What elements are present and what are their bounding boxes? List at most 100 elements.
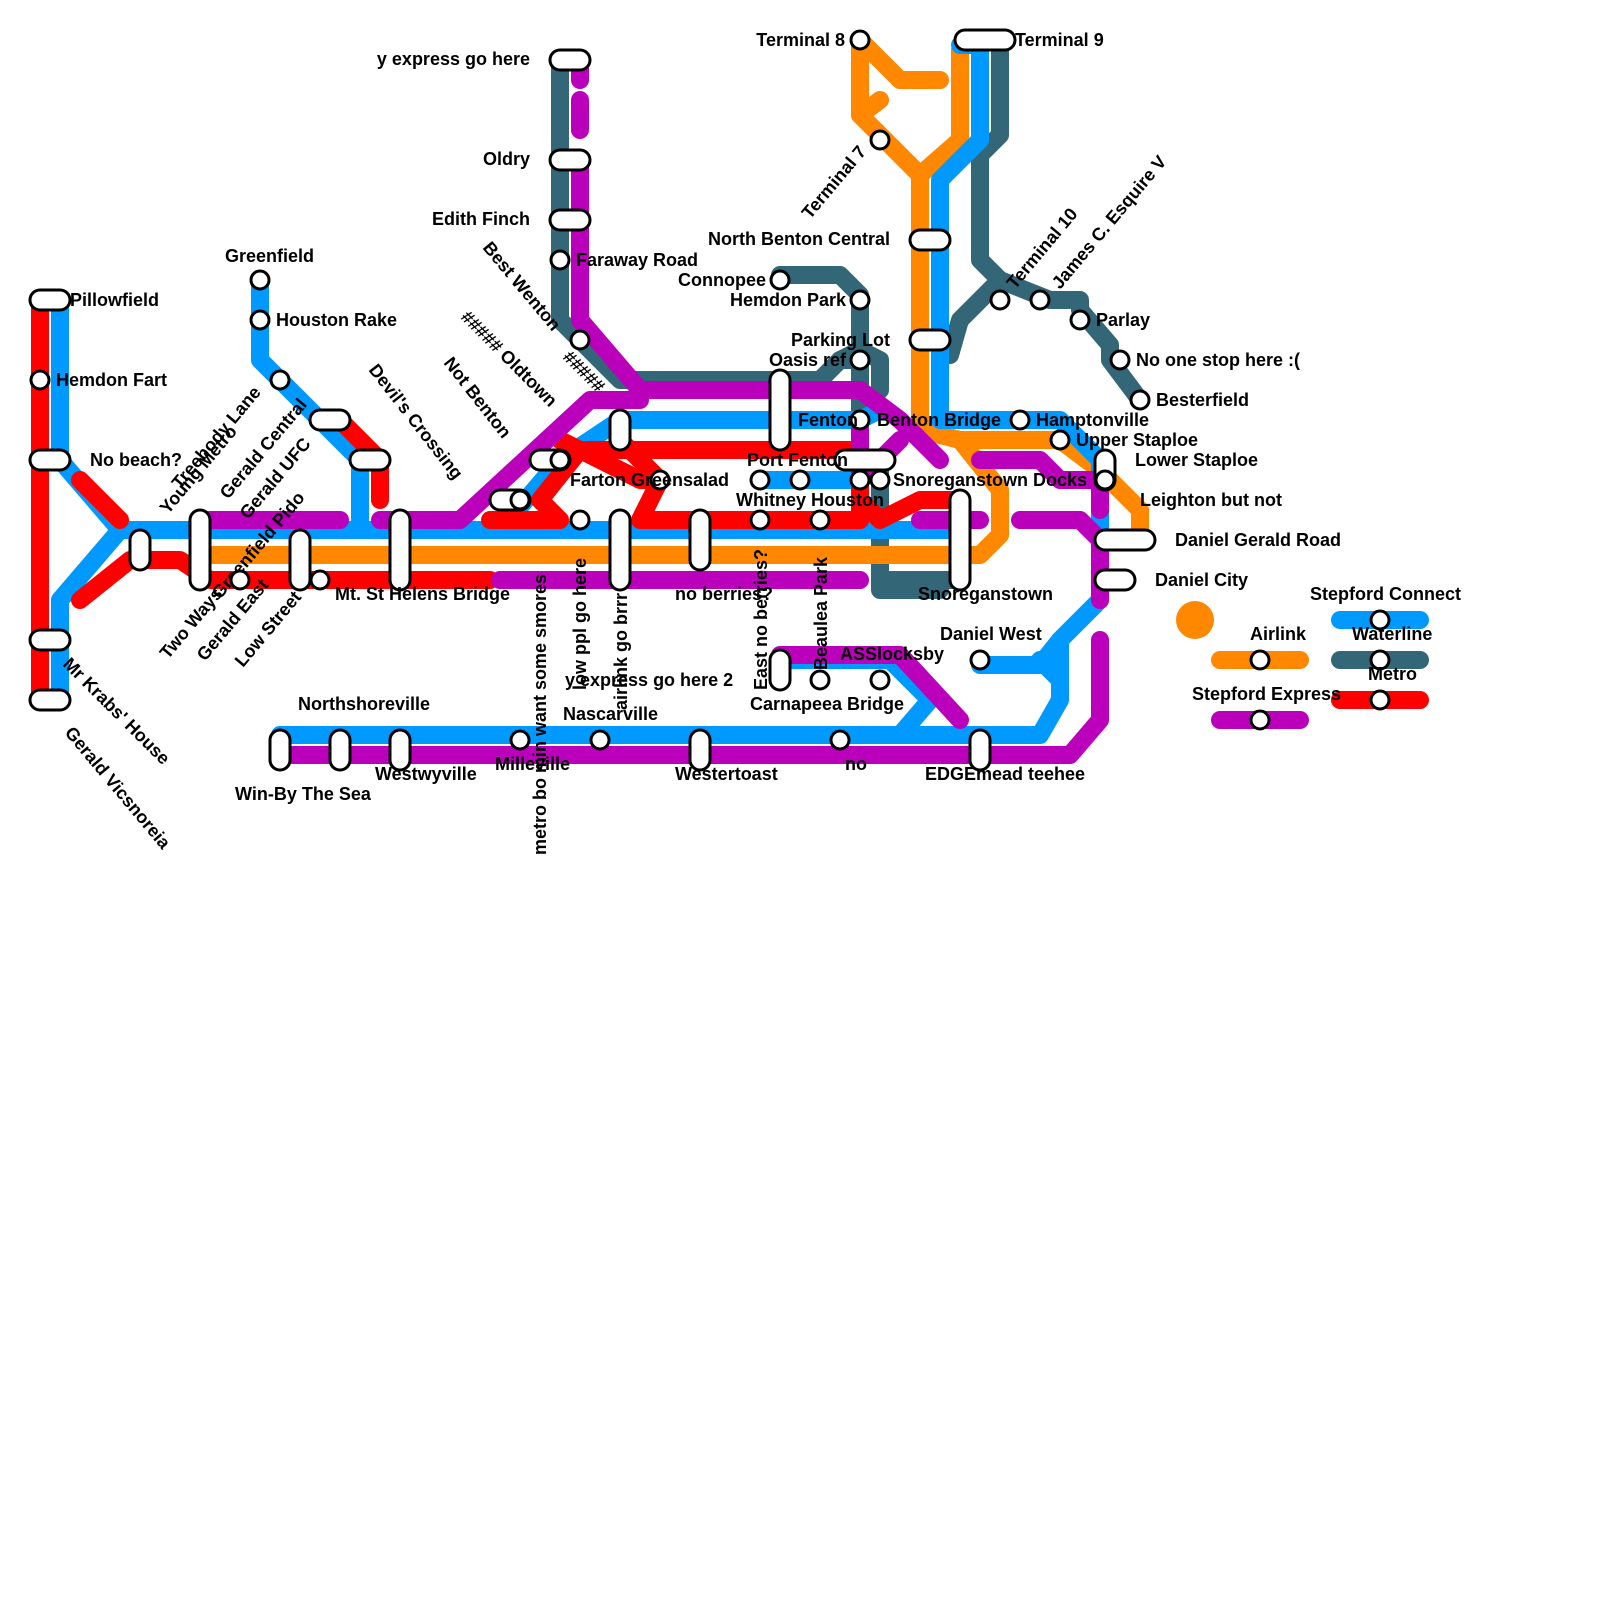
station-no-one-stop-label: No one stop here :( <box>1136 350 1300 370</box>
station-carnapeea-west-marker[interactable] <box>811 671 829 689</box>
station-northshoreville-label: Northshoreville <box>298 694 430 714</box>
station-daniel-gerald-road-marker[interactable] <box>1095 530 1155 550</box>
station-milleville-marker[interactable] <box>511 731 529 749</box>
station-farton-greensalad-label: Farton Greensalad <box>570 470 729 490</box>
station-gerald-vicsnoreia-marker[interactable] <box>30 690 70 710</box>
station-north-benton-central-marker[interactable] <box>910 230 950 250</box>
legend-airlink-station <box>1251 651 1269 669</box>
station-terminal-8-label: Terminal 8 <box>756 30 845 50</box>
station-leighton-label: Leighton but not <box>1140 490 1282 510</box>
station-no-one-stop-marker[interactable] <box>1111 351 1129 369</box>
station-win-by-the-sea-marker[interactable] <box>270 730 290 770</box>
legend-airlink-label: Airlink <box>1250 624 1307 644</box>
station-james-c-esquire-marker[interactable] <box>1031 291 1049 309</box>
station-northshoreville-marker[interactable] <box>330 730 350 770</box>
station-oldtown-circle[interactable] <box>551 451 569 469</box>
station-asslocksby-label: ASSlocksby <box>840 644 944 664</box>
station-east-no-berries-label: East no berries? <box>751 549 771 690</box>
station-daniel-city-label: Daniel City <box>1155 570 1248 590</box>
station-parlay-label: Parlay <box>1096 310 1150 330</box>
station-gerald-ufc-marker[interactable] <box>350 450 390 470</box>
station-devils-crossing-marker[interactable] <box>390 510 410 590</box>
station-parlay-marker[interactable] <box>1071 311 1089 329</box>
station-airport-south-marker[interactable] <box>910 330 950 350</box>
station-whitney-houston-marker[interactable] <box>811 511 829 529</box>
station-terminal-9-label: Terminal 9 <box>1015 30 1104 50</box>
station-mt-st-helens-label: Mt. St Helens Bridge <box>335 584 510 604</box>
station-connopee-marker[interactable] <box>771 271 789 289</box>
station-mr-krabs-marker[interactable] <box>30 630 70 650</box>
station-farton-east-marker[interactable] <box>791 471 809 489</box>
station-mt-st-helens-marker[interactable] <box>311 571 329 589</box>
station-hamptonville-marker[interactable] <box>1011 411 1029 429</box>
station-daniel-city-marker[interactable] <box>1095 570 1135 590</box>
station-north-benton-central-label: North Benton Central <box>708 229 890 249</box>
station-airlink-go-brrr-marker[interactable] <box>610 510 630 590</box>
station-two-ways-marker[interactable] <box>231 571 249 589</box>
station-y-express-go-here-2-marker[interactable] <box>770 650 790 690</box>
station-edgemead-label: EDGEmead teehee <box>925 764 1085 784</box>
station-besterfield-label: Besterfield <box>1156 390 1249 410</box>
station-hemdon-park-label: Hemdon Park <box>730 290 847 310</box>
station-daniel-west-label: Daniel West <box>940 624 1042 644</box>
station-daniel-gerald-road-label: Daniel Gerald Road <box>1175 530 1341 550</box>
legend-express-station <box>1251 711 1269 729</box>
station-westwyville-label: Westwyville <box>375 764 477 784</box>
station-oasis-ref-label: Oasis ref <box>769 350 847 370</box>
station-treebody-marker[interactable] <box>190 510 210 590</box>
station-smores-label: metro bo min want some smores <box>530 574 550 855</box>
station-whitney-houston-label: Whitney Houston <box>736 490 884 510</box>
station-snoreganstown-docks-b-marker[interactable] <box>871 471 889 489</box>
station-central-west-marker[interactable] <box>610 410 630 450</box>
station-terminal-8-marker[interactable] <box>851 31 869 49</box>
station-low-ppl-marker[interactable] <box>571 511 589 529</box>
station-pillowfield-marker[interactable] <box>30 290 70 310</box>
station-daniel-west-marker[interactable] <box>971 651 989 669</box>
station-no-beach-marker[interactable] <box>30 450 70 470</box>
station-port-fenton-label: Port Fenton <box>747 450 848 470</box>
station-no-marker[interactable] <box>831 731 849 749</box>
station-nascarville-marker[interactable] <box>591 731 609 749</box>
station-gerald-central-marker[interactable] <box>310 410 350 430</box>
station-hemdon-park-marker[interactable] <box>851 291 869 309</box>
station-snoreganstown-docks-a-marker[interactable] <box>851 471 869 489</box>
station-upper-staploe-marker[interactable] <box>1051 431 1069 449</box>
legend: Airlink Stepford Connect Waterline Metro… <box>1176 584 1461 729</box>
station-nascarville-label: Nascarville <box>563 704 658 724</box>
station-parking-lot-label: Parking Lot <box>791 330 890 350</box>
station-farton-greensalad-marker[interactable] <box>751 471 769 489</box>
station-not-benton-circle[interactable] <box>511 491 529 509</box>
station-greenfield-pido-marker[interactable] <box>290 530 310 590</box>
station-besterfield-marker[interactable] <box>1131 391 1149 409</box>
legend-metro-label: Metro <box>1368 664 1417 684</box>
station-oldry-marker[interactable] <box>550 150 590 170</box>
station-greenfield-marker[interactable] <box>251 271 269 289</box>
station-no-label: no <box>845 754 867 774</box>
station-hemdon-fart-label: Hemdon Fart <box>56 370 167 390</box>
station-terminal-9-marker[interactable] <box>955 30 1015 50</box>
station-terminal-7-marker[interactable] <box>871 131 889 149</box>
station-young-metro-marker[interactable] <box>130 530 150 570</box>
station-houston-rake-marker[interactable] <box>251 311 269 329</box>
station-snoreganstown-docks-label: Snoreganstown Docks <box>893 470 1087 490</box>
station-faraway-road-marker[interactable] <box>551 251 569 269</box>
station-airlink-go-brrr-label: airlink go brrr <box>611 593 631 710</box>
station-central-interchange-marker[interactable] <box>770 370 790 450</box>
station-lower-staploe-circle[interactable] <box>1096 471 1114 489</box>
legend-airlink-dot <box>1176 601 1214 639</box>
station-westertoast-label: Westertoast <box>675 764 778 784</box>
station-snoreganstown-marker[interactable] <box>950 490 970 590</box>
station-y-express-go-here-marker[interactable] <box>550 50 590 70</box>
station-y-express-go-here-2-label: y express go here 2 <box>565 670 733 690</box>
legend-express-label: Stepford Express <box>1192 684 1341 704</box>
station-beaulea-park-label: Beaulea Park <box>811 556 831 670</box>
station-asslocksby-marker[interactable] <box>871 671 889 689</box>
station-hemdon-fart-marker[interactable] <box>31 371 49 389</box>
station-edith-finch-marker[interactable] <box>550 210 590 230</box>
station-no-berries-marker[interactable] <box>690 510 710 570</box>
station-east-no-berries-marker[interactable] <box>751 511 769 529</box>
legend-metro-station <box>1371 691 1389 709</box>
station-oasis-ref-marker[interactable] <box>851 351 869 369</box>
station-terminal-10-marker[interactable] <box>991 291 1009 309</box>
station-treebody-lane-marker[interactable] <box>271 371 289 389</box>
